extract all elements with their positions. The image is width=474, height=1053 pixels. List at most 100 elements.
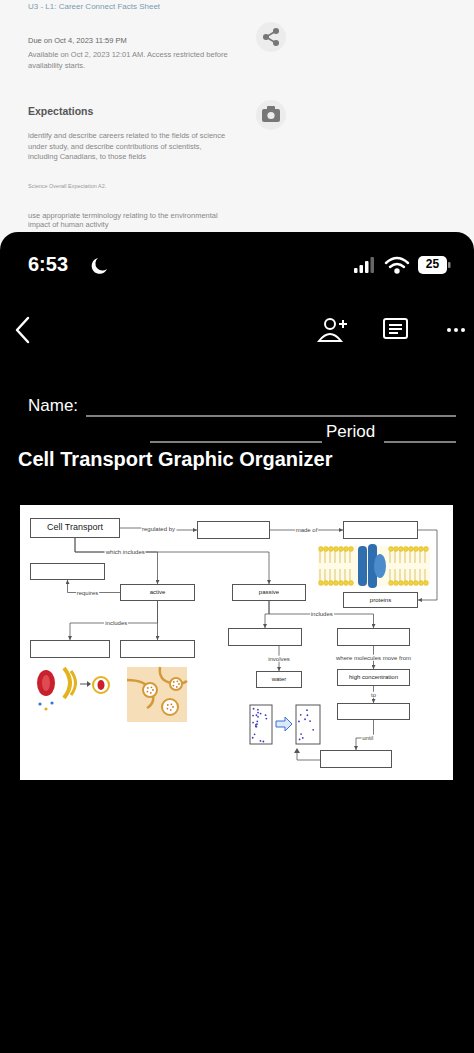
connector-label: which includes (105, 549, 146, 556)
lipid-head (339, 547, 344, 552)
wifi-icon (386, 258, 408, 273)
concept-box: active (120, 584, 195, 601)
solute-particle (306, 709, 308, 711)
solute-particle (254, 733, 256, 735)
solute-particle (265, 714, 267, 716)
membrane-illustration (318, 544, 430, 588)
connector-arrow (418, 530, 437, 600)
lipid-tail (410, 569, 411, 581)
connector-label: includes (104, 620, 128, 627)
lipid-tail (330, 569, 331, 581)
lipid-head (424, 547, 429, 552)
solute-particle (252, 737, 254, 739)
lipid-head (334, 581, 339, 586)
lipid-head (319, 581, 324, 586)
solute-particle (299, 739, 301, 741)
lipid-head (399, 547, 404, 552)
lipid-head (419, 547, 424, 552)
box-text: water (272, 676, 287, 683)
camera-icon (262, 106, 280, 122)
lipid-head (344, 581, 349, 586)
answer-box (120, 640, 195, 658)
lipid-tail (420, 551, 421, 563)
lipid-tail (405, 569, 406, 581)
solute-particle (257, 716, 259, 718)
vesicle-particle (147, 687, 149, 689)
share-icon (264, 29, 279, 46)
solute-particle (304, 718, 306, 720)
vesicle-particle (151, 686, 153, 688)
lipid-head (349, 547, 354, 552)
vesicle-particle (177, 680, 179, 682)
lipid-head (324, 581, 329, 586)
lipid-tail (390, 551, 391, 563)
field-label: Name: (28, 397, 88, 416)
vesicle-particle (170, 709, 172, 711)
exocytosis-illustration (127, 667, 187, 722)
concept-box: water (256, 671, 302, 688)
lipid-head (419, 581, 424, 586)
vesicle-particle (176, 686, 178, 688)
connector-arrow (70, 601, 158, 640)
share-button (256, 22, 286, 52)
phone-overlay (0, 232, 474, 1053)
page-heading: U3 - L1: Career Connect Facts Sheet (28, 2, 268, 12)
lipid-tail (395, 569, 396, 581)
battery-tip (448, 262, 451, 268)
vesicle-particle (173, 681, 175, 683)
lipid-head (404, 547, 409, 552)
solute-particle (256, 723, 258, 725)
expectation-text: use appropriate terminology relating to … (28, 211, 228, 230)
solute-particle (255, 725, 257, 727)
box-text: proteins (370, 597, 391, 604)
add-person-icon (319, 319, 347, 341)
worksheet-title: Cell Transport Graphic Organizer (18, 448, 468, 471)
phone-overlay (0, 260, 474, 1053)
vesicle-particle (150, 692, 152, 694)
concept-box: high concentration (337, 669, 410, 686)
lipid-tail (415, 551, 416, 563)
box-text: active (150, 589, 166, 596)
answer-box (228, 628, 302, 646)
solute-particle (300, 714, 302, 716)
connector-label: involves (267, 655, 291, 662)
lipid-head (394, 581, 399, 586)
back-arrow (17, 318, 28, 342)
lipid-tail (390, 569, 391, 581)
concept-box: proteins (343, 592, 418, 608)
lipid-head (399, 581, 404, 586)
solute-particle (252, 722, 254, 724)
connector-label: until (361, 735, 374, 742)
lipid-head (409, 581, 414, 586)
diffusion-illustration (250, 705, 320, 760)
more-icon (447, 328, 465, 332)
solute-particle (262, 741, 264, 743)
vesicle-particle (172, 706, 174, 708)
lipid-tail (345, 569, 346, 581)
answer-box (320, 750, 392, 768)
solute-particle (256, 714, 258, 716)
connector-label: regulated by (141, 526, 176, 533)
lipid-head (324, 547, 329, 552)
lipid-tail (325, 551, 326, 563)
status-time: 6:53 (28, 253, 108, 275)
lipid-tail (325, 569, 326, 581)
lipid-head (424, 581, 429, 586)
lipid-tail (345, 551, 346, 563)
availability-note: Available on Oct 2, 2023 12:01 AM. Acces… (28, 50, 228, 71)
lipid-tail (335, 551, 336, 563)
connector-arrow (265, 601, 269, 628)
connector-label: includes (310, 611, 334, 618)
lipid-tail (400, 569, 401, 581)
lipid-head (414, 581, 419, 586)
solute-particle (265, 718, 267, 720)
solute-particle (312, 729, 314, 731)
vesicle-particle (167, 708, 169, 710)
answer-box (197, 521, 270, 539)
vesicle-particle (152, 689, 154, 691)
topic-box: Cell Transport (30, 518, 120, 538)
lipid-tail (350, 569, 351, 581)
connector-arrow (356, 720, 374, 750)
form-line (86, 416, 456, 442)
